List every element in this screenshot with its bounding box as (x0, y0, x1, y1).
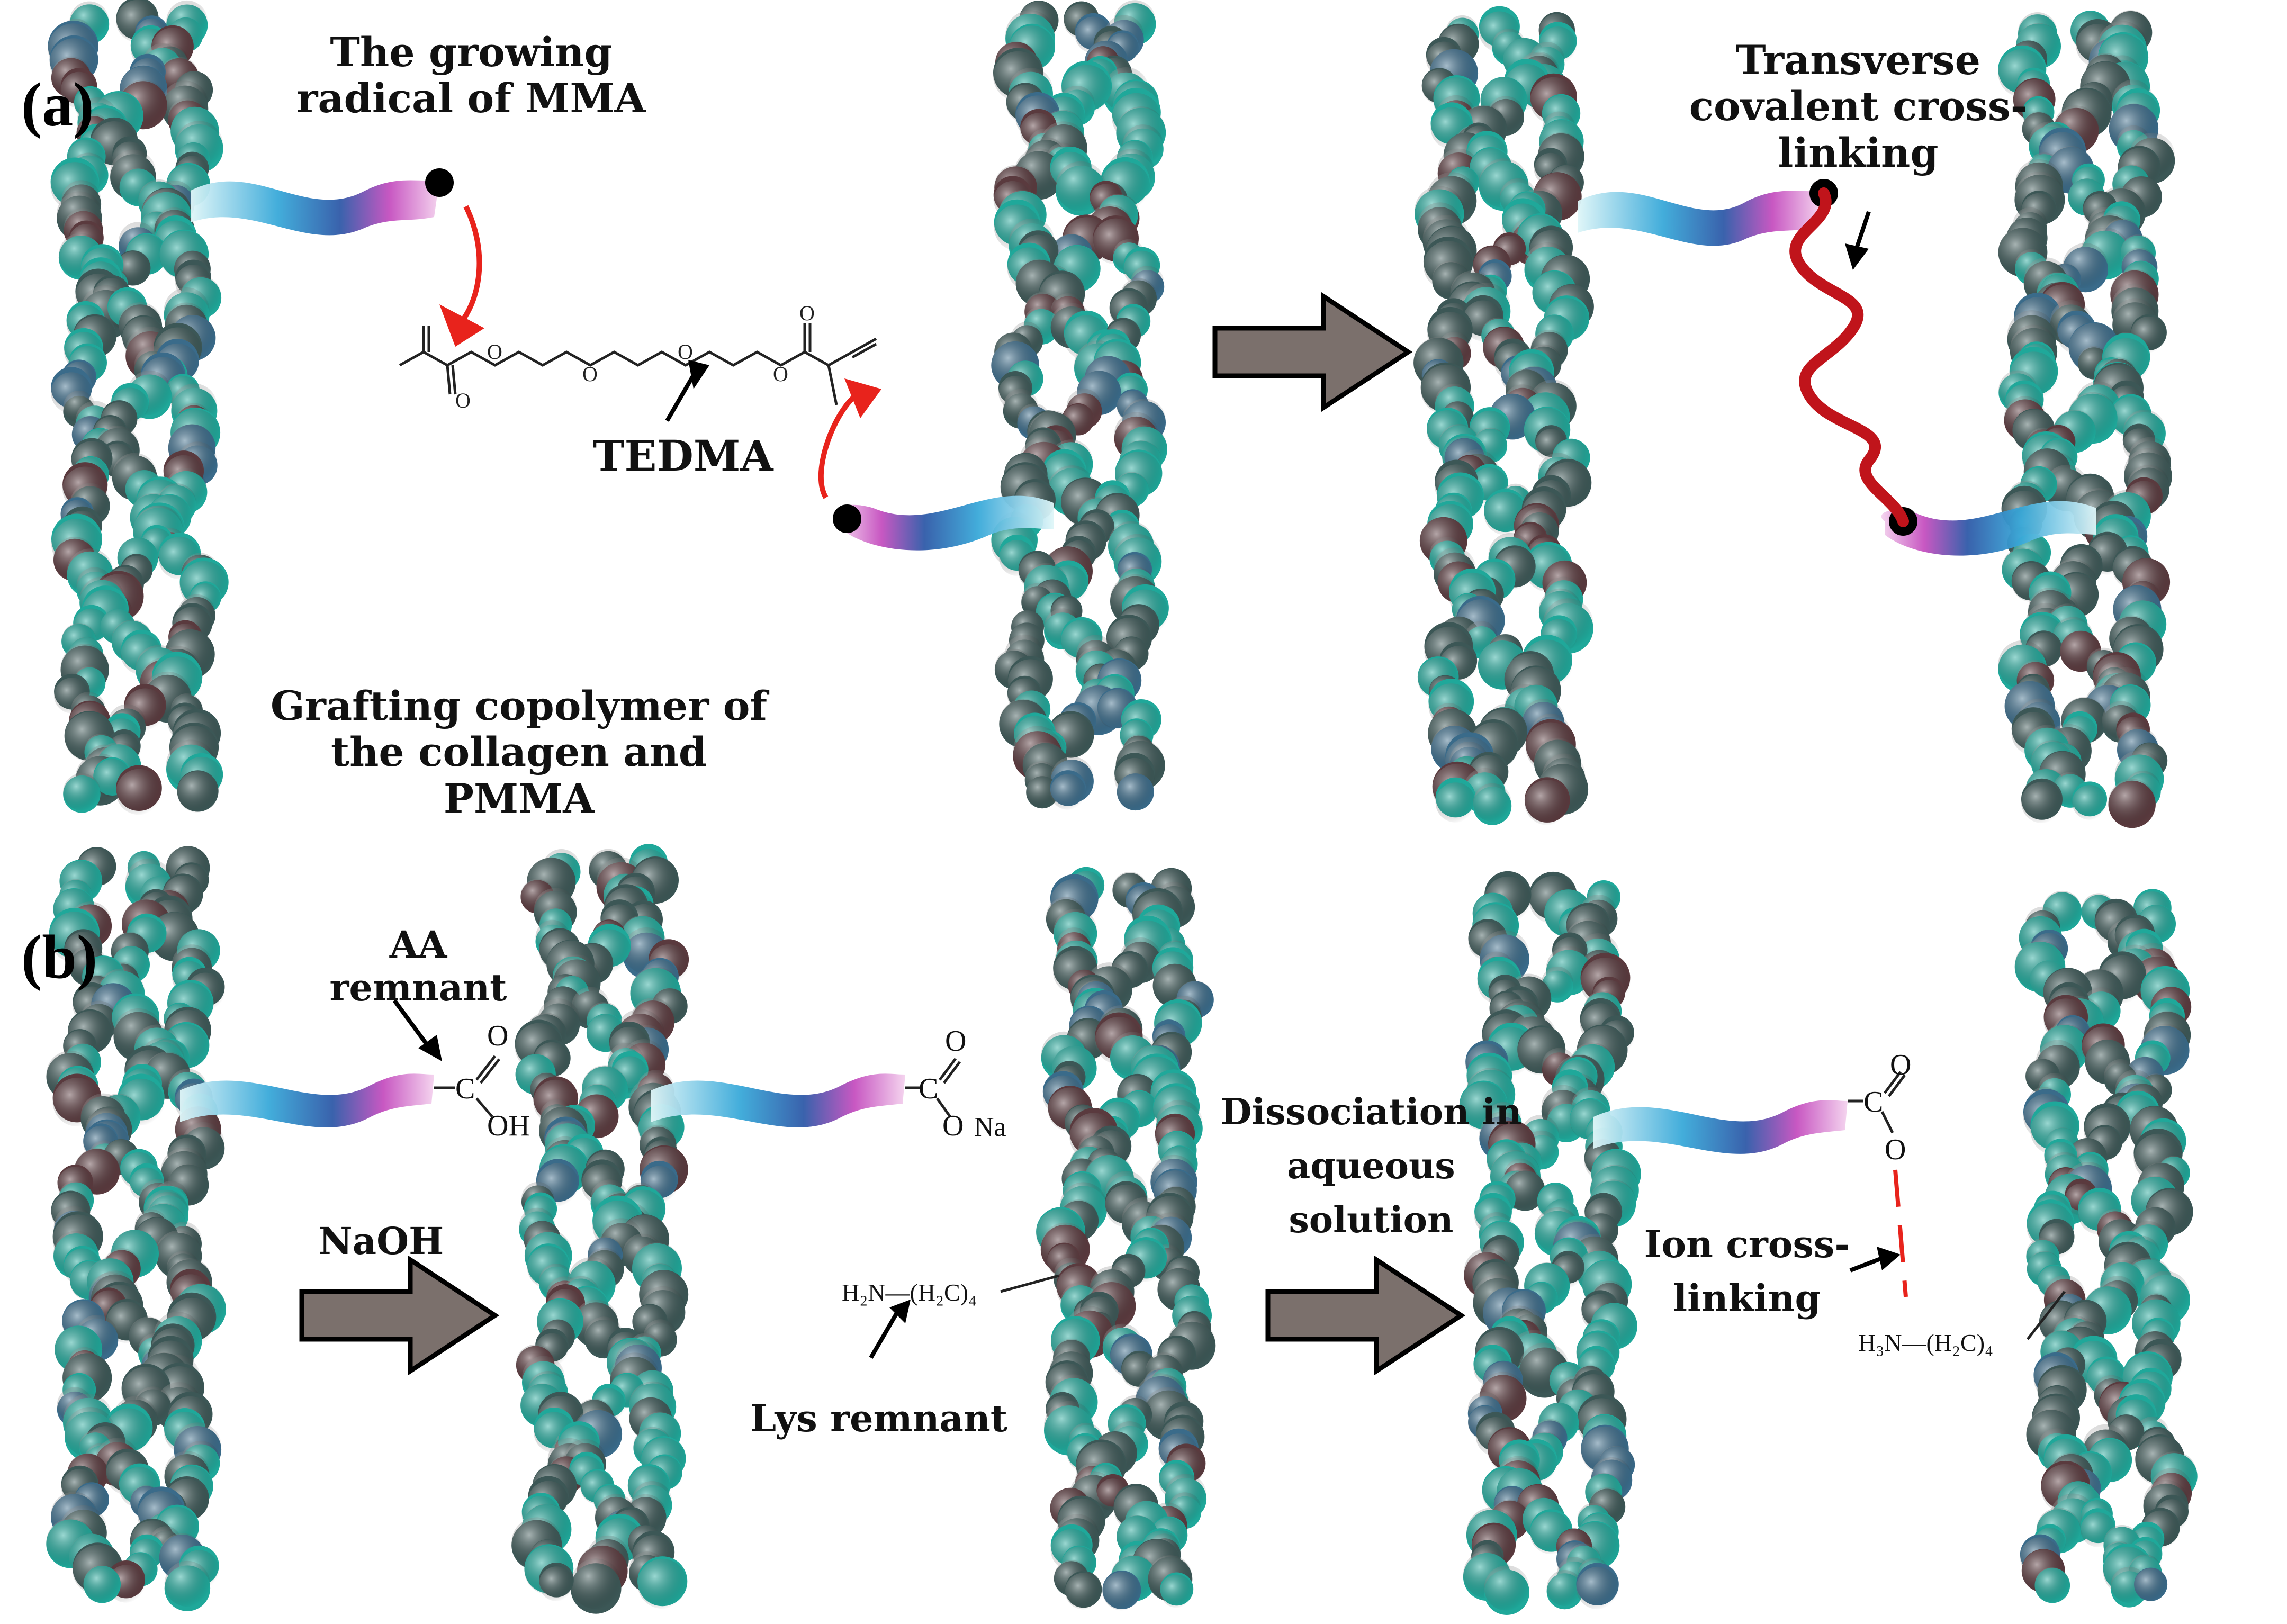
red-curved-arrow-1 (439, 205, 484, 347)
growing-radical-label: The growing radical of MMA (296, 29, 646, 122)
helix-b-1 (46, 846, 226, 1611)
lys-bond-1 (1000, 1274, 1059, 1293)
process-arrow-b1 (299, 1255, 500, 1376)
svg-text:O: O (582, 362, 598, 386)
transverse-crosslinking-label: Transverse covalent cross-linking (1689, 37, 2028, 176)
graft-chain-a2 (833, 495, 1054, 551)
naoh-label: NaOH (318, 1219, 444, 1263)
salt-o-label: O (945, 1025, 967, 1058)
helix-a-mid (991, 0, 1169, 811)
aa-remnant-label: AA remnant (329, 923, 507, 1009)
graft-chain-a1 (191, 168, 454, 236)
graft-chain-b2 (651, 1073, 905, 1127)
svg-text:O: O (487, 340, 502, 364)
covalent-crosslink (1789, 187, 1909, 527)
carboxyl-acid (434, 1055, 500, 1118)
tedma-structure (399, 323, 877, 405)
helix-b-2 (511, 844, 689, 1614)
sodium-label: Na (974, 1112, 1006, 1142)
salt-o-minus-label: O (942, 1109, 964, 1142)
helix-a-left (48, 0, 229, 815)
process-arrow-b2 (1265, 1255, 1466, 1376)
lys-chain-label: H₂N—(H₂C)₄ (842, 1279, 977, 1306)
radical-dot-a1 (425, 168, 454, 197)
helix-b-4 (1459, 871, 1641, 1615)
collagen-helices (46, 0, 2198, 1615)
helix-b-3 (1036, 867, 1216, 1611)
ion-o-label: O (1890, 1049, 1912, 1081)
helix-b-5 (2014, 889, 2198, 1608)
grafting-copolymer-label: Grafting copolymer of the collagen and P… (270, 682, 768, 822)
ion-crosslinking-label: Ion cross-linking (1644, 1222, 1850, 1320)
panel-b-tag: (b) (21, 922, 98, 991)
helix-a-right-2 (1998, 10, 2175, 828)
svg-text:O: O (799, 301, 815, 325)
dissociation-label: Dissociation in aqueous solution (1220, 1091, 1522, 1241)
svg-text:O: O (455, 389, 471, 412)
ion-c-label: C (1863, 1086, 1884, 1118)
ion-o-minus-label: O (1885, 1133, 1906, 1166)
lys-chain-ion-label: H₃N—(H₂C)₄ (1858, 1329, 1994, 1356)
radical-dot-a2 (833, 504, 861, 533)
tedma-atoms: O O O O O O (455, 301, 815, 412)
graft-chain-b3 (1593, 1100, 1848, 1154)
carboxylate-ion (1848, 1071, 1906, 1134)
graft-chain-b1 (180, 1073, 434, 1127)
pointer-arrows (392, 211, 1901, 1359)
svg-text:O: O (678, 340, 693, 364)
carboxylate-na (905, 1058, 961, 1118)
ionic-bond (1893, 1169, 1908, 1297)
lys-remnant-label: Lys remnant (750, 1396, 1008, 1440)
tedma-label: TEDMA (593, 431, 773, 481)
process-arrow-a (1212, 292, 1413, 412)
red-curved-arrow-2 (818, 378, 881, 499)
svg-text:O: O (773, 362, 788, 386)
helix-a-right-1 (1413, 6, 1594, 825)
acid-oh-label: OH (487, 1109, 530, 1142)
lys-bond-2 (2027, 1291, 2066, 1340)
salt-c-label: C (919, 1072, 939, 1105)
acid-c-label: C (455, 1072, 475, 1105)
acid-o-label: O (487, 1019, 509, 1052)
panel-a-tag: (a) (21, 70, 94, 139)
graft-chain-a4 (1881, 501, 2096, 556)
